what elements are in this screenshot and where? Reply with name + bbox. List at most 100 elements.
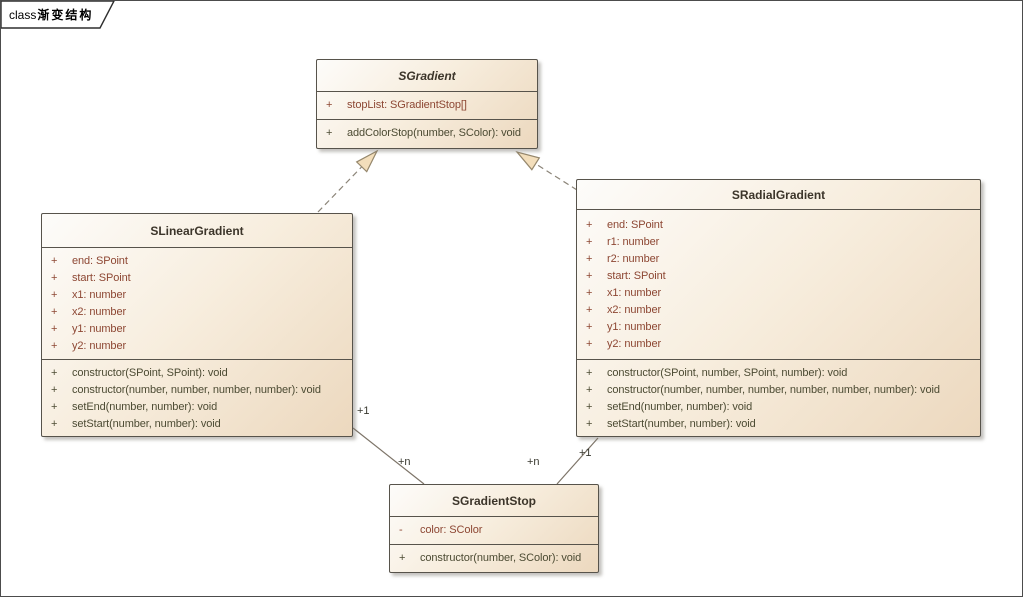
member-row: + start: SPoint: [42, 270, 352, 287]
member-row: + constructor(SPoint, number, SPoint, num…: [577, 365, 980, 382]
member-text: setEnd(number, number): void: [607, 401, 753, 413]
member-text: y1: number: [72, 323, 127, 335]
member-row: + r1: number: [577, 234, 980, 251]
class-title-sgradient: SGradient: [317, 60, 537, 92]
member-row: + y1: number: [42, 321, 352, 338]
association-connector-radial-stop[interactable]: [556, 437, 599, 485]
member-row: + end: SPoint: [42, 253, 352, 270]
member-text: addColorStop(number, SColor): void: [347, 127, 521, 139]
class-box-sgradientstop[interactable]: SGradientStop - color: SColor +constructo…: [389, 484, 599, 573]
visibility-symbol: +: [51, 340, 58, 352]
visibility-symbol: +: [51, 272, 58, 284]
member-row: + setEnd(number, number): void: [577, 399, 980, 416]
member-row: + setEnd(number, number): void: [42, 399, 352, 416]
member-text: x2: number: [607, 304, 662, 316]
methods-compartment-sgradientstop: +constructor(number, SColor): void: [390, 544, 598, 572]
member-row: + y2: number: [577, 336, 980, 353]
visibility-symbol: +: [51, 255, 58, 267]
frame-tab-shape: [1, 1, 115, 29]
member-text: x2: number: [72, 306, 127, 318]
visibility-symbol: +: [586, 384, 593, 396]
member-text: r2: number: [607, 253, 660, 265]
member-row: + constructor(SPoint, SPoint): void: [42, 365, 352, 382]
class-title-sgradientstop: SGradientStop: [390, 485, 598, 517]
visibility-symbol: +: [586, 367, 593, 379]
member-row: + x1: number: [577, 285, 980, 302]
visibility-symbol: +: [51, 367, 58, 379]
association-connector-linear-stop[interactable]: [352, 427, 425, 485]
member-row: + y2: number: [42, 338, 352, 355]
frame-tab-label: class渐变结构: [9, 6, 93, 23]
visibility-symbol: +: [51, 289, 58, 301]
visibility-symbol: +: [51, 306, 58, 318]
visibility-symbol: +: [51, 418, 58, 430]
multiplicity-label-radial-source: +1: [579, 447, 592, 459]
attributes-compartment-sgradient: + stopList: SGradientStop[]: [317, 92, 537, 119]
member-row: + y1: number: [577, 319, 980, 336]
visibility-symbol: +: [586, 304, 593, 316]
visibility-symbol: +: [51, 323, 58, 335]
attributes-compartment-slineargradient: + end: SPoint + start: SPoint + x1: number + x2…: [42, 248, 352, 359]
frame-title: 渐变结构: [37, 8, 94, 22]
visibility-symbol: +: [326, 99, 333, 111]
member-text: constructor(SPoint, SPoint): void: [72, 367, 228, 379]
member-text: setEnd(number, number): void: [72, 401, 218, 413]
member-text: y2: number: [607, 338, 662, 350]
member-row: + r2: number: [577, 251, 980, 268]
visibility-symbol: +: [586, 418, 593, 430]
class-box-sradialgradient[interactable]: SRadialGradient +end: SPoint+r1: number+…: [576, 179, 981, 437]
member-text: setStart(number, number): void: [72, 418, 221, 430]
member-text: color: SColor: [420, 524, 483, 536]
member-text: stopList: SGradientStop[]: [347, 99, 467, 111]
methods-compartment-sgradient: + addColorStop(number, SColor): void: [317, 119, 537, 148]
realization-connector-linear[interactable]: [317, 149, 379, 213]
member-row: + start: SPoint: [577, 268, 980, 285]
multiplicity-label-linear-source: +1: [357, 405, 370, 417]
visibility-symbol: +: [586, 401, 593, 413]
class-title-slineargradient: SLinearGradient: [42, 214, 352, 248]
frame-tab: class渐变结构: [1, 1, 131, 33]
class-box-sgradient[interactable]: SGradient + stopList: SGradientStop[] + ad…: [316, 59, 538, 149]
member-row: + setStart(number, number): void: [42, 416, 352, 433]
visibility-symbol: +: [51, 384, 58, 396]
methods-compartment-sradialgradient: + constructor(SPoint, number, SPoint, num…: [577, 359, 980, 436]
frame-keyword: class: [9, 8, 37, 22]
member-text: constructor(SPoint, number, SPoint, numb…: [607, 367, 848, 379]
member-text: y1: number: [607, 321, 662, 333]
member-text: end: SPoint: [607, 219, 663, 231]
visibility-symbol: +: [586, 253, 593, 265]
visibility-symbol: -: [399, 524, 403, 536]
member-row: + x2: number: [577, 302, 980, 319]
member-text: x1: number: [72, 289, 127, 301]
member-text: constructor(number, SColor): void: [420, 552, 582, 564]
member-row: +constructor(number, SColor): void: [390, 550, 598, 567]
visibility-symbol: +: [326, 127, 333, 139]
realization-connector-radial[interactable]: [515, 150, 578, 191]
visibility-symbol: +: [586, 270, 593, 282]
visibility-symbol: +: [586, 236, 593, 248]
member-row: - color: SColor: [390, 522, 598, 539]
member-text: start: SPoint: [72, 272, 131, 284]
multiplicity-label-radial-target: +n: [527, 456, 540, 468]
class-box-slineargradient[interactable]: SLinearGradient + end: SPoint + start: SPoi…: [41, 213, 353, 437]
visibility-symbol: +: [586, 287, 593, 299]
visibility-symbol: +: [586, 321, 593, 333]
member-text: constructor(number, number, number, numb…: [72, 384, 321, 396]
attributes-compartment-sradialgradient: + end: SPoint + r1: number + r2: number + start…: [577, 210, 980, 359]
member-text: x1: number: [607, 287, 662, 299]
methods-compartment-slineargradient: + constructor(SPoint, SPoint): void + const…: [42, 359, 352, 436]
member-text: end: SPoint: [72, 255, 128, 267]
member-text: start: SPoint: [607, 270, 666, 282]
multiplicity-label-linear-target: +n: [398, 456, 411, 468]
member-text: y2: number: [72, 340, 127, 352]
visibility-symbol: +: [51, 401, 58, 413]
member-text: r1: number: [607, 236, 660, 248]
member-row: + stopList: SGradientStop[]: [317, 97, 537, 114]
attributes-compartment-sgradientstop: - color: SColor: [390, 517, 598, 544]
member-text: setStart(number, number): void: [607, 418, 756, 430]
member-row: + constructor(number, number, number, num…: [577, 382, 980, 399]
visibility-symbol: +: [586, 338, 593, 350]
member-text: constructor(number, number, number, numb…: [607, 384, 940, 396]
